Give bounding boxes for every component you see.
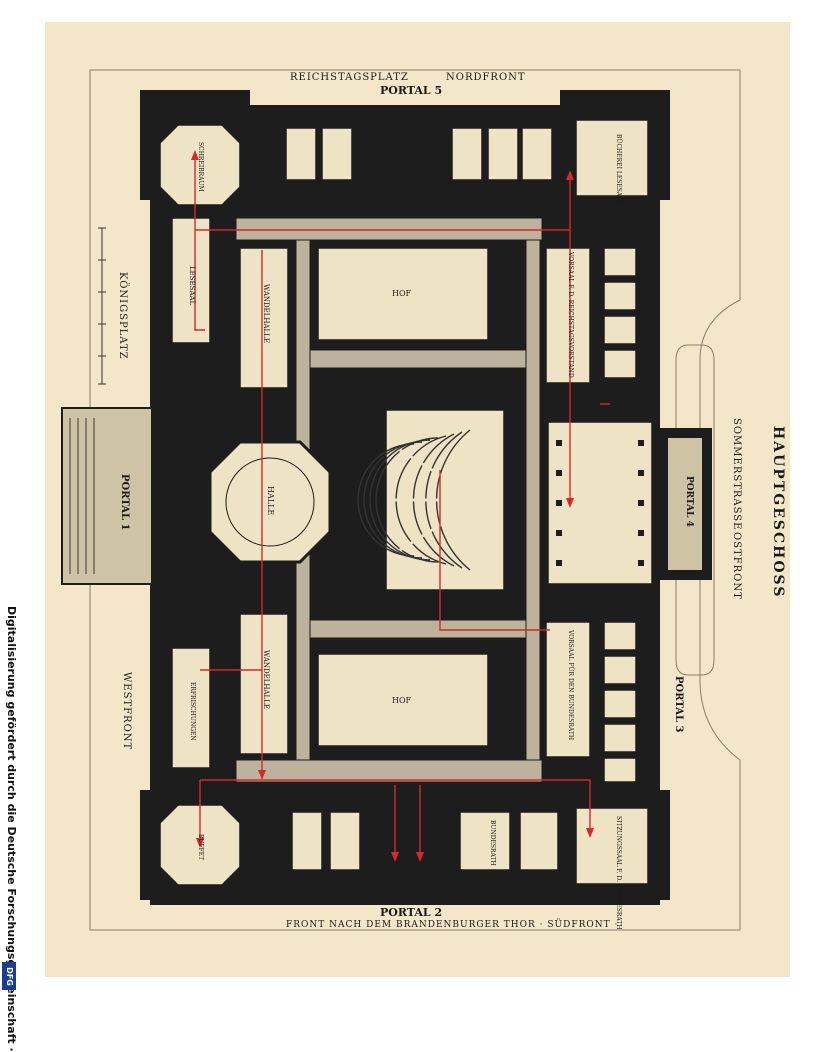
floor-plan <box>61 69 741 931</box>
wandelhalle-north <box>239 247 289 389</box>
erfrischungen-room <box>171 647 211 769</box>
schreibraum-room <box>159 124 241 206</box>
label-ostfront: OSTFRONT <box>731 532 742 600</box>
room-east-4 <box>603 349 637 379</box>
room-north-4 <box>487 127 519 181</box>
route-lines <box>194 160 610 855</box>
room-vorsaal-s: VORSAAL FÜR DEN BUNDESRATH <box>567 630 574 741</box>
scale-bar <box>98 227 106 385</box>
room-east-8 <box>603 723 637 753</box>
east-hall-columns <box>556 440 644 566</box>
room-wandelhalle-s: WANDELHALLE <box>262 650 270 709</box>
room-south-3 <box>459 811 511 871</box>
room-schreibraum: SCHREIBRAUM <box>197 142 204 192</box>
room-south-1 <box>291 811 323 871</box>
vorsaal-north-room <box>545 247 591 384</box>
portal1-steps <box>61 407 153 585</box>
portal1-step-lines <box>69 418 95 574</box>
wandelhalle-south <box>239 613 289 755</box>
room-vorsaal-n: VORSAAL F. D. REICHSTAGSVORSTAND <box>567 252 574 378</box>
ost-street-curve <box>675 344 715 676</box>
room-north-1 <box>285 127 317 181</box>
room-east-1 <box>603 247 637 277</box>
room-sitzungssaal: SITZUNGSSAAL F. D. BUNDESRATH <box>615 816 622 930</box>
dfg-logo: DFG <box>2 962 16 990</box>
buecherei-room <box>575 119 649 197</box>
route-arrows <box>191 150 594 862</box>
corridor-north <box>235 217 543 241</box>
room-south-4 <box>519 811 559 871</box>
halle-circle <box>225 457 315 547</box>
room-east-9 <box>603 757 637 783</box>
room-north-3 <box>451 127 483 181</box>
east-hall <box>547 421 653 585</box>
room-east-7 <box>603 689 637 719</box>
corridor-mid-n <box>299 349 541 369</box>
label-koenigsplatz: KÖNIGSPLATZ <box>117 272 128 360</box>
corridor-east <box>525 239 541 761</box>
room-east-6 <box>603 655 637 685</box>
room-east-2 <box>603 281 637 311</box>
label-title: HAUPTGESCHOSS <box>770 426 786 599</box>
room-north-2 <box>321 127 353 181</box>
room-east-3 <box>603 315 637 345</box>
label-sommerstrasse: SOMMERSTRASSE <box>731 418 742 531</box>
room-north-5 <box>521 127 553 181</box>
room-hof-south: HOF <box>392 696 412 705</box>
label-portal3: PORTAL 3 <box>673 676 684 733</box>
room-bundesrath: BUNDESRATH <box>489 820 496 866</box>
corridor-mid-s <box>299 619 541 639</box>
label-portal5: PORTAL 5 <box>380 84 443 97</box>
label-suedfront: FRONT NACH DEM BRANDENBURGER THOR · SÜDF… <box>286 920 619 930</box>
room-lesesaal: LESESAAL <box>188 266 196 306</box>
room-wandelhalle-n: WANDELHALLE <box>262 284 270 343</box>
room-hof-north: HOF <box>392 289 412 298</box>
room-buecherei: BÜCHEREI LESESAAL <box>615 134 622 205</box>
room-erfrischungen: ERFRISCHUNGEN <box>189 682 196 741</box>
corridor-south <box>235 759 543 783</box>
hof-south <box>317 653 489 747</box>
label-nordfront: NORDFRONT <box>446 72 526 83</box>
room-east-5 <box>603 621 637 651</box>
portal4-inner <box>668 438 702 570</box>
label-portal2: PORTAL 2 <box>380 906 443 919</box>
sitzungssaal-room <box>575 807 649 885</box>
street-outline <box>89 69 741 931</box>
vorsaal-south-room <box>545 621 591 758</box>
lesesaal-room <box>171 217 211 344</box>
room-buffet: BUFFET <box>197 834 204 861</box>
label-reichstagsplatz: REICHSTAGSPLATZ <box>290 72 409 83</box>
label-westfront: WESTFRONT <box>121 672 132 751</box>
hof-north <box>317 247 489 341</box>
room-south-2 <box>329 811 361 871</box>
room-halle: HALLE <box>266 486 275 516</box>
halle-octagon <box>208 440 332 564</box>
label-portal1: PORTAL 1 <box>119 474 130 531</box>
label-portal4: PORTAL 4 <box>684 476 694 527</box>
